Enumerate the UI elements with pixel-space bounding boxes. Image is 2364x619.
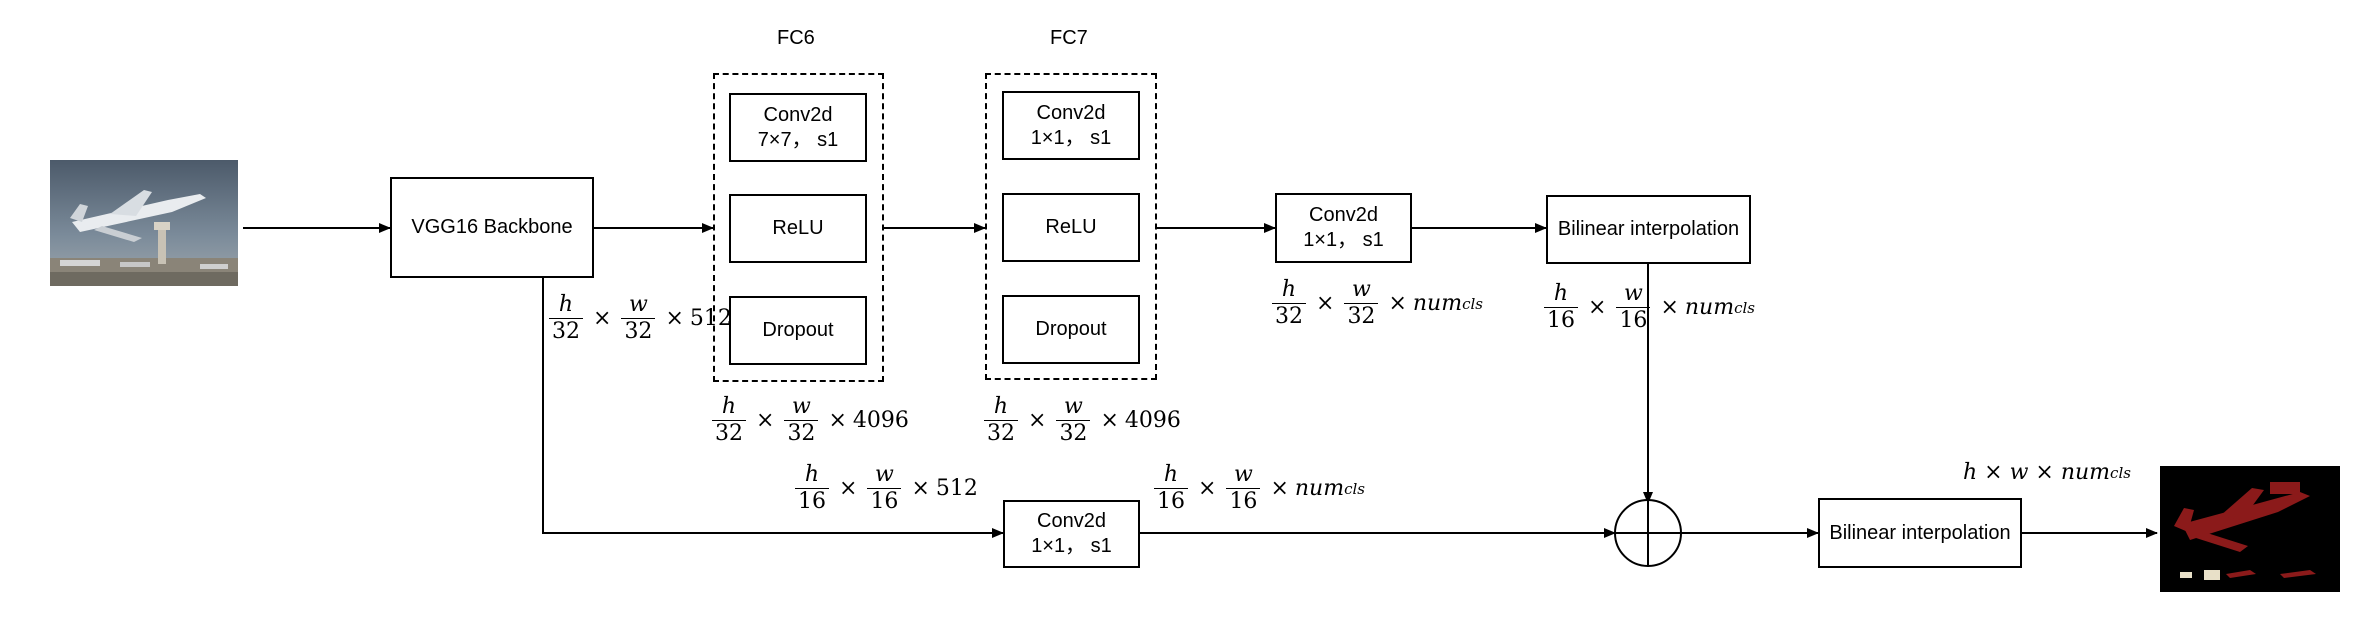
fc7-label: FC7 (1050, 27, 1088, 49)
pool4-conv-box: Conv2d 1×1， s1 (1003, 500, 1140, 568)
fc6-conv-line2: 7×7， s1 (757, 128, 839, 151)
fc6-relu-box: ReLU (729, 194, 867, 263)
fc7-relu-box: ReLU (1002, 193, 1140, 262)
fc7-conv-box: Conv2d 1×1， s1 (1002, 91, 1140, 160)
input-airplane-image (50, 160, 238, 286)
fc7-relu-label: ReLU (1045, 216, 1097, 238)
bilinear1-label: Bilinear interpolation (1557, 218, 1740, 240)
fc7-dropout-label: Dropout (1035, 318, 1107, 340)
score-conv-line2: 1×1， s1 (1303, 229, 1384, 251)
backbone-label: VGG16 Backbone (411, 216, 573, 238)
score-conv-box: Conv2d 1×1， s1 (1275, 193, 1412, 263)
fc6-dropout-box: Dropout (729, 296, 867, 365)
bilinear-interpolation-box-1: Bilinear interpolation (1546, 195, 1751, 264)
bilinear2-label: Bilinear interpolation (1829, 521, 2011, 544)
fc6-conv-line1: Conv2d (763, 103, 833, 126)
score-conv-line1: Conv2d (1309, 204, 1378, 226)
fc7-conv-line1: Conv2d (1036, 101, 1106, 124)
fc6-group (713, 73, 884, 382)
fc7-dropout-box: Dropout (1002, 295, 1140, 364)
fc6-dropout-label: Dropout (762, 319, 834, 341)
add-node (1614, 499, 1682, 567)
vgg16-backbone-box: VGG16 Backbone (390, 177, 594, 278)
fc6-relu-label: ReLU (772, 217, 824, 239)
arrow-backbone-to-pool4-conv (542, 278, 1004, 538)
fc7-group (985, 73, 1157, 380)
output-segmentation-mask (2160, 466, 2340, 592)
bilinear-interpolation-box-2: Bilinear interpolation (1818, 498, 2022, 568)
fc7-conv-line2: 1×1， s1 (1030, 126, 1112, 149)
pool4-conv-line1: Conv2d (1037, 510, 1106, 532)
pool4-conv-line2: 1×1， s1 (1031, 535, 1112, 557)
fc6-label: FC6 (777, 27, 815, 49)
fc6-conv-box: Conv2d 7×7， s1 (729, 93, 867, 162)
